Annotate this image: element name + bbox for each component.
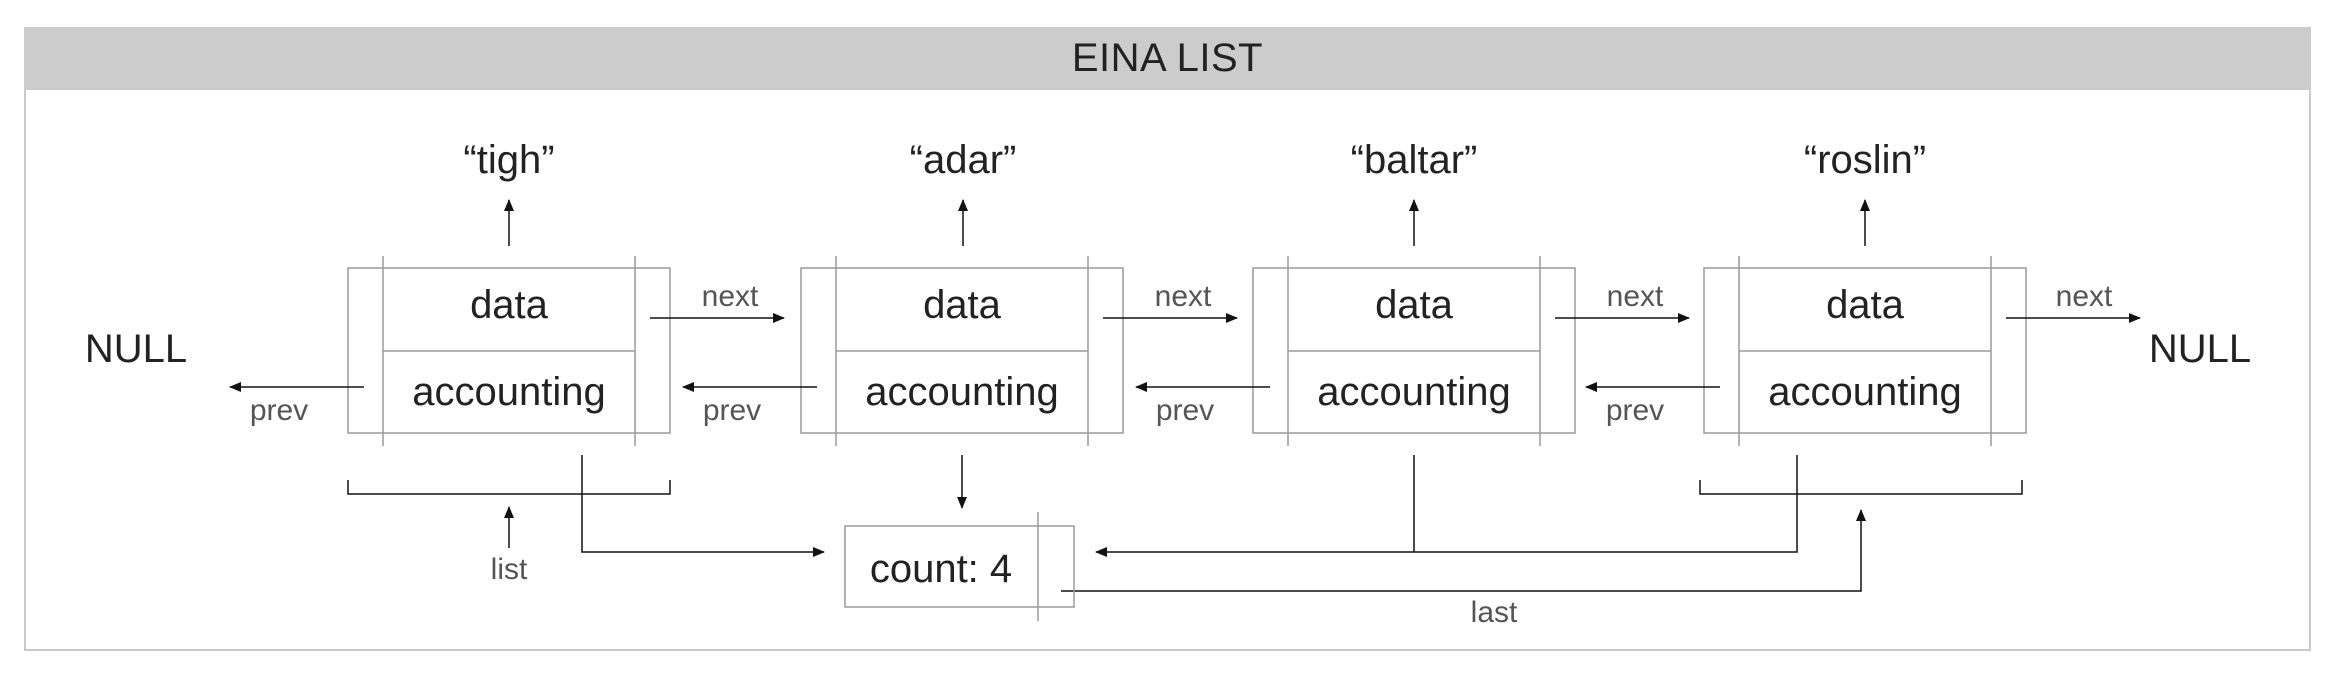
list-node: data accounting “baltar” [1252,138,1576,446]
prev-label: prev [250,394,308,427]
next-label: next [1607,280,1664,313]
prev-link: prev [682,382,817,427]
prev-label: prev [703,394,761,427]
list-node: data accounting “adar” [800,138,1124,446]
prev-label: prev [1606,394,1664,427]
node-data-field: data [470,283,549,327]
count-box: count: 4 [844,512,1075,621]
next-link: next [1555,280,1690,323]
last-label: last [1471,596,1518,629]
prev-link: prev [1585,382,1720,427]
next-link: next [2006,280,2141,323]
prev-link: prev [229,382,364,427]
node-value: “roslin” [1804,138,1926,182]
prev-label: prev [1156,394,1214,427]
list-node: data accounting “tigh” [347,138,671,446]
node-value: “tigh” [463,138,554,182]
null-right-label: NULL [2149,327,2251,371]
node-value: “baltar” [1351,138,1478,182]
node-accounting-field: accounting [412,370,605,414]
next-link: next [1103,280,1238,323]
next-label: next [702,280,759,313]
null-left-label: NULL [85,327,187,371]
node-accounting-field: accounting [1317,370,1510,414]
next-link: next [650,280,785,323]
node1-to-count-connector [581,455,825,557]
diagram-header: EINA LIST [24,27,2311,90]
node-data-field: data [1826,283,1905,327]
list-pointer: list [347,480,671,586]
node-data-field: data [1375,283,1454,327]
node-data-field: data [923,283,1002,327]
last-pointer: last [1061,480,2023,629]
list-node: data accounting “roslin” [1703,138,2027,446]
list-label: list [491,553,528,586]
count-label: count: 4 [870,547,1012,591]
node-value: “adar” [910,138,1017,182]
diagram-title: EINA LIST [1071,36,1264,80]
node-accounting-field: accounting [865,370,1058,414]
next-label: next [1155,280,1212,313]
node4-to-count-connector [1095,455,1798,557]
next-label: next [2056,280,2113,313]
node-accounting-field: accounting [1768,370,1961,414]
prev-link: prev [1135,382,1270,427]
